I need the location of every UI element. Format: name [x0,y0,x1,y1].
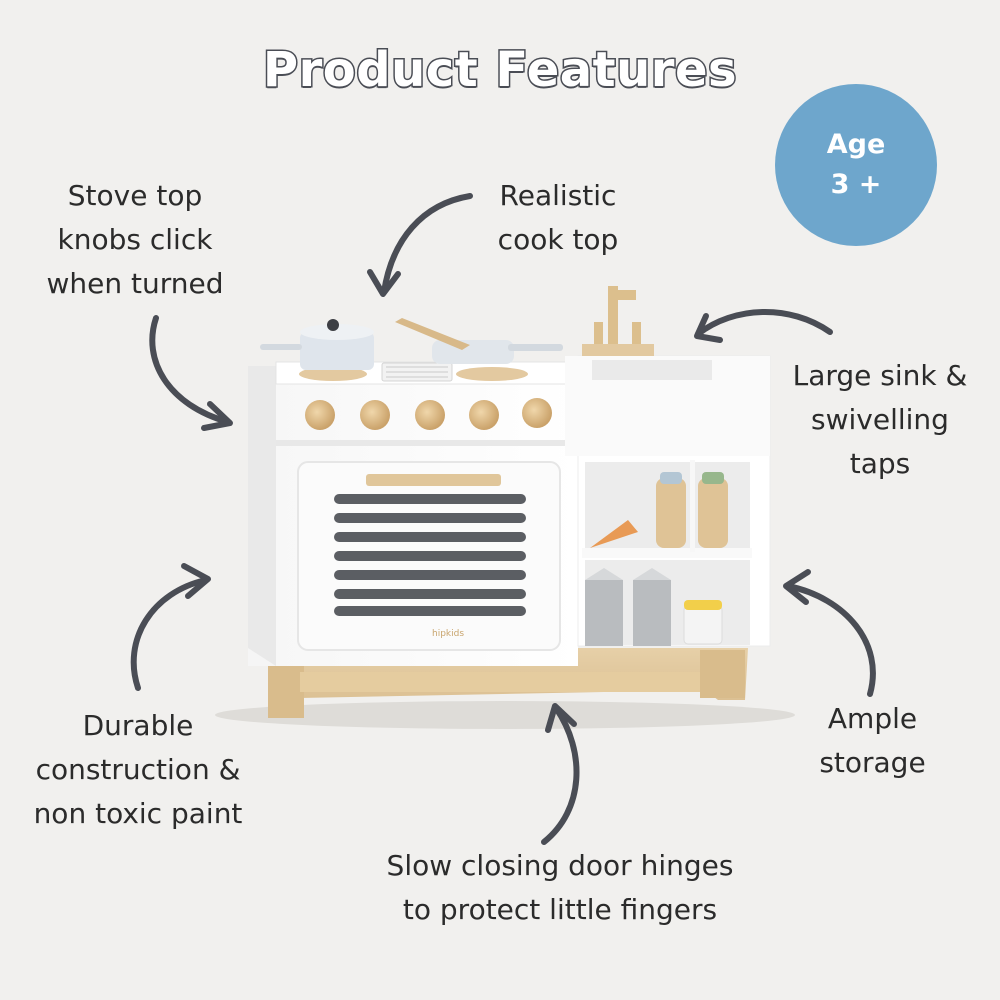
stove-knob-icon [360,400,390,430]
stove-knob-icon [469,400,499,430]
curved-arrow-icon [783,569,876,697]
curved-arrow-icon [149,315,233,431]
bottle-icon [656,478,686,548]
kitchen-brand: hipkids [432,629,464,639]
feature-durable: Durable construction & non toxic paint [14,704,262,836]
curved-arrow-icon [541,703,580,845]
feature-line: construction & [35,753,241,786]
tap-icon [608,286,618,344]
feature-line: storage [819,746,926,779]
milk-carton-icon [585,580,623,646]
stove-knob-icon [305,400,335,430]
feature-line: non toxic paint [33,797,243,830]
oven-handle [366,474,501,486]
feature-line: when turned [46,267,224,300]
feature-line: Slow closing door hinges [386,849,734,882]
feature-line: Realistic [499,179,617,212]
sink-basin [592,360,712,380]
feature-stove-knobs: Stove top knobs click when turned [30,174,240,306]
curved-arrow-icon [694,309,833,343]
feature-storage: Ample storage [790,697,955,785]
age-badge: Age 3 + [775,84,937,246]
sink-storage-unit [565,286,771,647]
feature-sink: Large sink & swivelling taps [780,354,980,486]
stove-knob-icon [415,400,445,430]
bottle-icon [698,478,728,548]
milk-carton-icon [633,580,671,646]
feature-line: Large sink & [792,359,968,392]
curved-arrow-icon [367,193,473,297]
curved-arrow-icon [130,563,211,691]
pot-icon [300,332,374,370]
feature-line: swivelling [811,403,949,436]
feature-hinges: Slow closing door hinges to protect litt… [340,844,780,932]
stove-knob-icon [522,398,552,428]
age-badge-label: Age [826,129,886,160]
age-badge-value: 3 + [830,169,882,200]
feature-line: Durable [82,709,194,742]
carrot-icon [590,520,638,548]
feature-line: Ample [827,702,918,735]
stove-unit: hipkids [248,318,579,666]
feature-line: Stove top [67,179,203,212]
feature-cook-top: Realistic cook top [468,174,648,262]
feature-line: knobs click [57,223,213,256]
feature-line: taps [849,447,911,480]
feature-line: to protect little fingers [402,893,718,926]
page-title: Product Features [261,41,738,100]
feature-line: cook top [497,223,619,256]
